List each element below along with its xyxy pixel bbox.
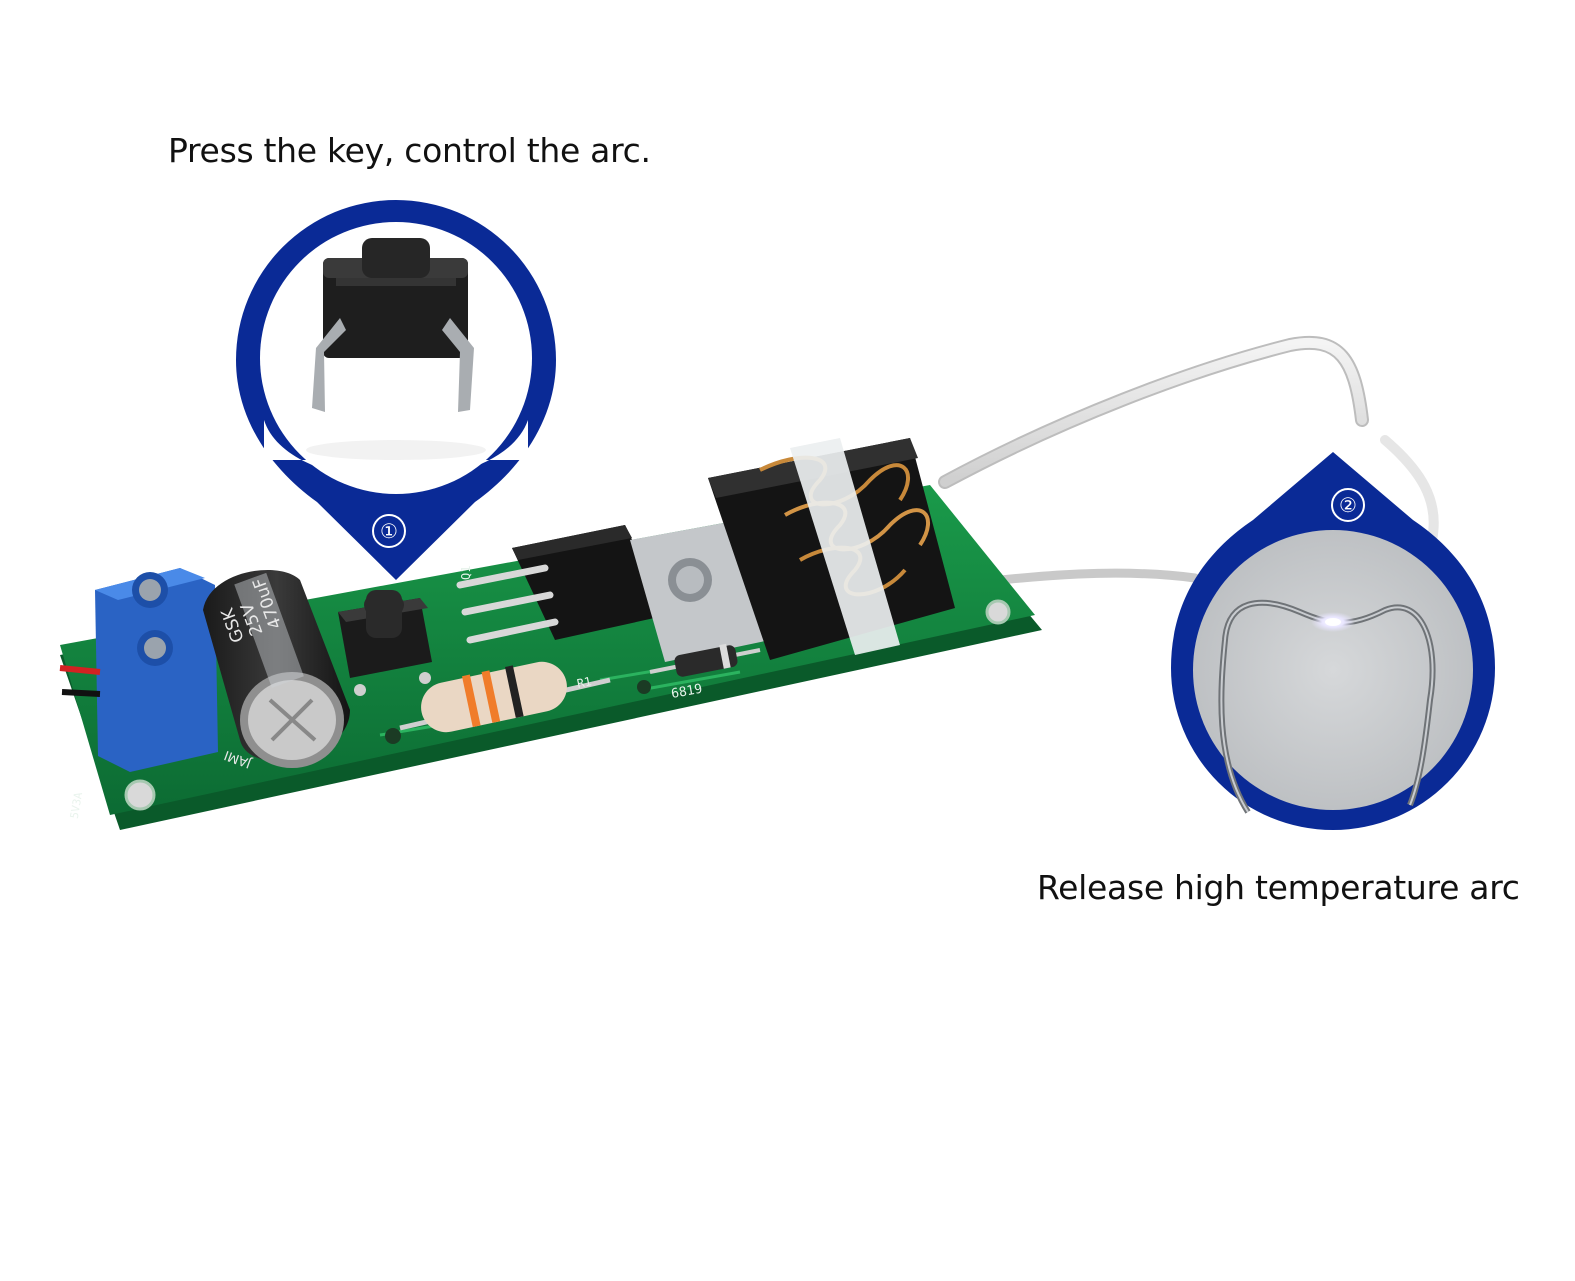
diode [649,643,761,677]
push-button [338,590,432,696]
step-number-1: ① [372,514,406,548]
resistor-marking: R1 [576,674,593,691]
step-number-2: ② [1331,488,1365,522]
connector-marking: 5V3A [68,791,85,820]
resistor [399,661,611,733]
diode-marking: 6819 [670,682,703,702]
caption-release-arc: Release high temperature arc [1037,868,1520,907]
high-voltage-coil [708,438,955,660]
electrolytic-capacitor [203,570,350,768]
callout-arc-zoom [1171,452,1495,830]
transistor-marking: Q1 [459,566,473,580]
caption-press-key: Press the key, control the arc. [168,131,651,170]
terminal-block [59,568,218,772]
callout-button-zoom [236,200,556,580]
